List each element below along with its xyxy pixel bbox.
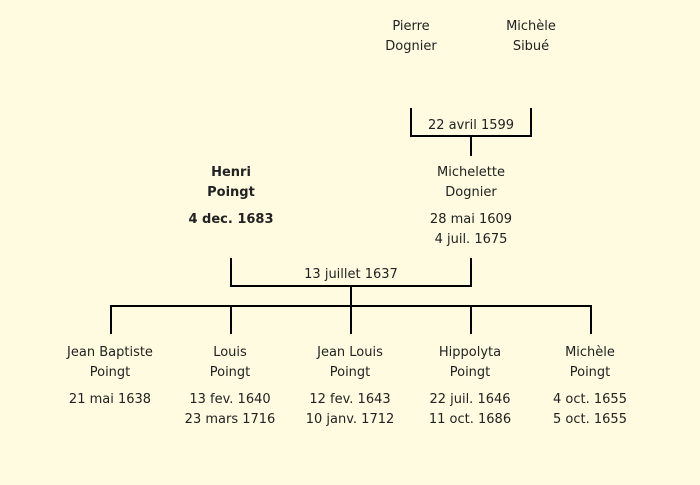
person-first-name: Pierre (392, 19, 430, 34)
person-death-date: 23 mars 1716 (184, 412, 276, 427)
person-last-name: Dognier (445, 185, 497, 200)
person-first-name: Hippolyta (438, 345, 502, 360)
spouse-left-card: Henri Poingt 4 dec. 1683 (161, 163, 301, 230)
person-birth-date: 4 oct. 1655 (553, 392, 627, 407)
person-birth-date: 28 mai 1609 (429, 212, 513, 227)
child-card: Hippolyta Poingt 22 juil. 1646 11 oct. 1… (400, 343, 540, 430)
spouse-right-card: Michelette Dognier 28 mai 1609 4 juil. 1… (401, 163, 541, 250)
person-first-name: Michèle (506, 19, 556, 34)
person-first-name: Henri (211, 165, 251, 180)
person-first-name: Jean Louis (317, 345, 383, 360)
child-card: Jean Louis Poingt 12 fev. 1643 10 janv. … (280, 343, 420, 430)
person-first-name: Michèle (565, 345, 615, 360)
child-card: Louis Poingt 13 fev. 1640 23 mars 1716 (160, 343, 300, 430)
person-birth-date: 21 mai 1638 (68, 392, 152, 407)
person-last-name: Poingt (89, 365, 131, 380)
child-card: Michèle Poingt 4 oct. 1655 5 oct. 1655 (520, 343, 660, 430)
person-last-name: Poingt (569, 365, 611, 380)
person-last-name: Poingt (449, 365, 491, 380)
person-last-name: Dognier (385, 39, 437, 54)
person-death-date: 10 janv. 1712 (305, 412, 395, 427)
ancestor-card: Michèle Sibué (461, 17, 601, 57)
ancestor-card: Pierre Dognier (341, 17, 481, 57)
person-birth-date: 13 fev. 1640 (189, 392, 271, 407)
person-first-name: Jean Baptiste (67, 345, 153, 360)
person-birth-date: 22 juil. 1646 (429, 392, 511, 407)
person-death-date: 11 oct. 1686 (428, 412, 512, 427)
person-last-name: Poingt (207, 185, 255, 200)
person-last-name: Poingt (209, 365, 251, 380)
person-death-date: 4 juil. 1675 (434, 232, 508, 247)
person-death-date: 4 dec. 1683 (188, 212, 274, 227)
person-last-name: Poingt (329, 365, 371, 380)
couple-marriage-date: 13 juillet 1637 (304, 267, 398, 282)
person-first-name: Louis (213, 345, 247, 360)
person-death-date: 5 oct. 1655 (553, 412, 627, 427)
ancestors-marriage-date: 22 avril 1599 (427, 118, 515, 133)
person-birth-date: 12 fev. 1643 (309, 392, 391, 407)
person-first-name: Michelette (436, 165, 505, 180)
child-card: Jean Baptiste Poingt 21 mai 1638 (40, 343, 180, 410)
person-last-name: Sibué (512, 39, 550, 54)
